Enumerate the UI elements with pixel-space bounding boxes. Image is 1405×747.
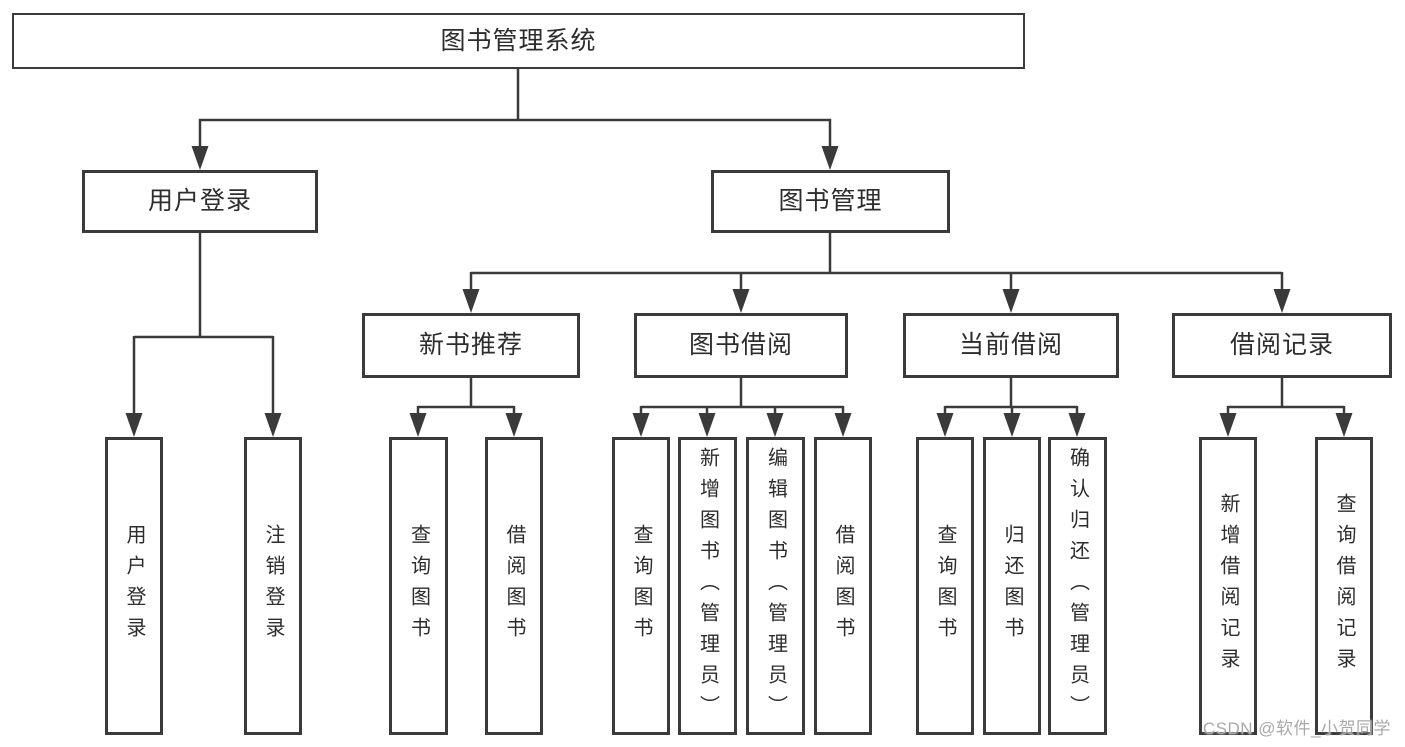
node-book-borrow: 图书借阅	[634, 313, 848, 378]
node-current-borrow: 当前借阅	[903, 313, 1119, 378]
leaf-add-borrow-record: 新增借阅记录	[1199, 437, 1257, 735]
leaf-confirm-return-admin: 确认归还（管理员）	[1048, 437, 1107, 735]
leaf-logout: 注销登录	[244, 437, 302, 735]
leaf-return-books: 归还图书	[983, 437, 1041, 735]
leaf-edit-books-admin: 编辑图书（管理员）	[746, 437, 805, 735]
leaf-add-books-admin: 新增图书（管理员）	[678, 437, 737, 735]
connector-borrow-records-children	[1219, 378, 1353, 437]
connector-new-book-recommend-children	[409, 378, 523, 437]
connector-root-to-level2	[191, 69, 839, 170]
node-new-book-recommend: 新书推荐	[362, 313, 580, 378]
node-borrow-records: 借阅记录	[1172, 313, 1392, 378]
connector-user-login-children	[125, 233, 282, 437]
node-root: 图书管理系统	[12, 13, 1025, 69]
leaf-query-books-recommend: 查询图书	[389, 437, 448, 735]
leaf-user-login: 用户登录	[105, 437, 163, 735]
watermark: CSDN @软件_小贺同学	[1202, 719, 1391, 738]
leaf-query-books-current: 查询图书	[916, 437, 974, 735]
leaf-borrow-books-recommend: 借阅图书	[485, 437, 543, 735]
connector-book-management-children	[462, 233, 1291, 313]
connector-book-borrow-children	[632, 378, 852, 437]
node-book-management: 图书管理	[711, 170, 950, 233]
connector-current-borrow-children	[936, 378, 1086, 437]
node-user-login: 用户登录	[82, 170, 318, 233]
leaf-query-books-borrow: 查询图书	[612, 437, 670, 735]
leaf-query-borrow-record: 查询借阅记录	[1315, 437, 1373, 735]
leaf-borrow-books-borrow: 借阅图书	[814, 437, 872, 735]
